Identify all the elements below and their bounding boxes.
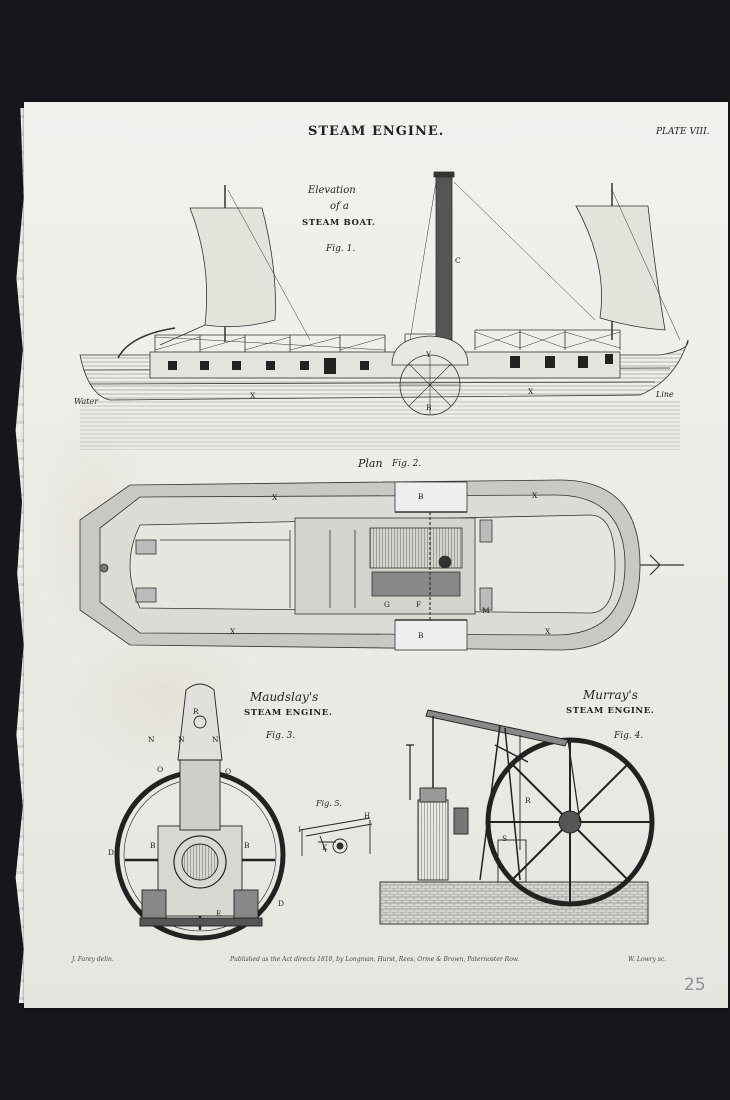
svg-text:B: B bbox=[150, 841, 156, 850]
svg-text:O: O bbox=[157, 765, 163, 774]
label-b-top: B bbox=[418, 492, 424, 501]
svg-text:E: E bbox=[216, 909, 221, 918]
label-x-tr: X bbox=[532, 491, 538, 500]
label-x-left: X bbox=[250, 391, 256, 400]
svg-text:D: D bbox=[108, 848, 114, 857]
footer-center: Published as the Act directs 1810, by Lo… bbox=[230, 956, 520, 963]
footer-left: J. Farey delin. bbox=[72, 956, 114, 963]
fig2-label: Fig. 2. bbox=[392, 459, 422, 469]
fig3-caption-line2: STEAM ENGINE. bbox=[244, 708, 333, 718]
fig5-letter-labels: I H K bbox=[298, 812, 370, 852]
fig4-caption-line2: STEAM ENGINE. bbox=[566, 706, 655, 716]
label-c: C bbox=[455, 256, 461, 265]
fig3-maudslay-engine bbox=[114, 683, 286, 941]
fig4-label: Fig. 4. bbox=[614, 731, 644, 741]
handwritten-number: 25 bbox=[684, 975, 706, 995]
plate-number: PLATE VIII. bbox=[656, 127, 710, 137]
label-f: F bbox=[416, 600, 421, 609]
fig2-letter-labels: X X X X B B M G F bbox=[230, 491, 551, 640]
fig4-caption-line1: Murray's bbox=[583, 688, 638, 702]
svg-text:R: R bbox=[193, 707, 199, 716]
label-m: M bbox=[482, 606, 490, 615]
svg-text:R: R bbox=[525, 796, 531, 805]
fig2-caption: Plan bbox=[358, 457, 383, 470]
label-x-right: X bbox=[528, 387, 534, 396]
svg-text:I: I bbox=[298, 826, 301, 834]
fig1-line: Line bbox=[656, 390, 674, 399]
plate-title: STEAM ENGINE. bbox=[308, 124, 445, 139]
fig4-murray-engine bbox=[379, 709, 655, 925]
label-y: Y bbox=[425, 350, 432, 359]
label-g: G bbox=[384, 600, 390, 609]
fig1-caption-line1: Elevation bbox=[308, 185, 356, 196]
svg-text:K: K bbox=[322, 844, 328, 852]
fig2-plan bbox=[79, 479, 684, 651]
fig4-letter-labels: R S bbox=[502, 796, 531, 843]
fig5-label: Fig. 5. bbox=[316, 799, 342, 808]
fig3-caption-line1: Maudslay's bbox=[250, 690, 319, 704]
fig1-label: Fig. 1. bbox=[326, 244, 356, 254]
fig1-steam-boat bbox=[79, 171, 689, 450]
svg-text:D: D bbox=[278, 899, 284, 908]
svg-text:S: S bbox=[502, 834, 507, 843]
footer-right: W. Lowry sc. bbox=[628, 956, 667, 963]
svg-text:N: N bbox=[148, 735, 155, 744]
label-x-tl: X bbox=[272, 493, 278, 502]
fig1-caption-line2: of a bbox=[330, 201, 349, 212]
svg-text:O: O bbox=[225, 767, 231, 776]
label-x-br: X bbox=[545, 627, 551, 636]
fig1-letter-labels: C Y X B X bbox=[250, 256, 534, 412]
label-b: B bbox=[426, 403, 432, 412]
label-b-bottom: B bbox=[418, 631, 424, 640]
fig5-detail bbox=[299, 817, 373, 856]
fig1-caption-line3: STEAM BOAT. bbox=[302, 218, 376, 228]
svg-text:N: N bbox=[212, 735, 219, 744]
label-x-bl: X bbox=[230, 627, 236, 636]
svg-text:H: H bbox=[364, 812, 370, 820]
fig3-letter-labels: R N N N O O D D B B E bbox=[108, 707, 284, 918]
svg-text:N: N bbox=[178, 735, 185, 744]
svg-text:B: B bbox=[244, 841, 250, 850]
fig3-label: Fig. 3. bbox=[266, 731, 296, 741]
